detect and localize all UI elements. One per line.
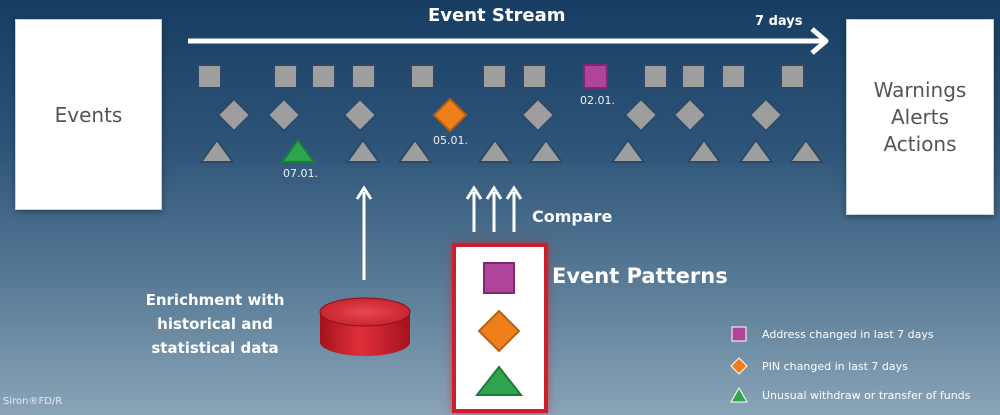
grey-square-icon <box>681 64 706 89</box>
grey-diamond-icon <box>342 97 378 133</box>
pattern-shapes <box>474 262 524 396</box>
legend-diamond-icon <box>730 357 748 375</box>
grey-triangle-icon <box>686 138 722 163</box>
legend-item-pin: PIN changed in last 7 days <box>730 357 908 375</box>
grey-square-icon <box>273 64 298 89</box>
green-triangle-icon <box>280 138 316 163</box>
legend-square-icon <box>731 326 747 342</box>
grey-square-icon <box>643 64 668 89</box>
output-warnings: Warnings <box>873 77 967 102</box>
date-label-purple: 02.01. <box>580 94 615 107</box>
pattern-triangle-icon <box>474 365 524 396</box>
output-actions: Actions <box>883 131 957 156</box>
event-squares <box>197 64 805 89</box>
legend-text-withdraw: Unusual withdraw or transfer of funds <box>762 388 971 402</box>
stream-title: Event Stream <box>428 5 566 26</box>
grey-triangle-icon <box>397 138 433 163</box>
stream-arrow <box>188 27 829 55</box>
legend-text-address: Address changed in last 7 days <box>762 327 934 341</box>
grey-triangle-icon <box>738 138 774 163</box>
legend-text-pin: PIN changed in last 7 days <box>762 359 908 373</box>
purple-square-icon <box>583 64 608 89</box>
outputs-box: Warnings Alerts Actions <box>846 19 994 215</box>
enrichment-arrow <box>355 185 373 280</box>
grey-triangle-icon <box>477 138 513 163</box>
grey-diamond-icon <box>216 97 252 133</box>
grey-triangle-icon <box>528 138 564 163</box>
pattern-diamond-icon <box>477 309 521 353</box>
grey-diamond-icon <box>266 97 302 133</box>
enrichment-label: Enrichment with historical and statistic… <box>145 291 285 357</box>
grey-diamond-icon <box>520 97 556 133</box>
legend-triangle-icon <box>730 386 748 403</box>
grey-triangle-icon <box>199 138 235 163</box>
time-window-label: 7 days <box>755 14 803 29</box>
grey-triangle-icon <box>610 138 646 163</box>
orange-diamond-icon <box>432 97 468 133</box>
date-label-orange: 05.01. <box>433 134 468 147</box>
grey-triangle-icon <box>788 138 824 163</box>
grey-square-icon <box>197 64 222 89</box>
event-patterns-title: Event Patterns <box>552 264 728 288</box>
grey-square-icon <box>780 64 805 89</box>
date-label-green: 07.01. <box>283 167 318 180</box>
events-label: Events <box>54 102 123 127</box>
event-patterns-panel <box>452 243 548 413</box>
events-box: Events <box>15 19 162 210</box>
legend-item-withdraw: Unusual withdraw or transfer of funds <box>730 386 970 404</box>
grey-square-icon <box>311 64 336 89</box>
grey-diamond-icon <box>623 97 659 133</box>
database-cylinder-icon <box>319 297 411 356</box>
event-triangles <box>199 138 824 163</box>
grey-square-icon <box>721 64 746 89</box>
legend-item-address: Address changed in last 7 days <box>730 325 934 343</box>
pattern-square-icon <box>483 262 515 294</box>
output-alerts: Alerts <box>890 104 950 129</box>
compare-arrows <box>465 185 523 232</box>
brand-label: Siron®FD/R <box>3 396 63 407</box>
grey-square-icon <box>522 64 547 89</box>
grey-diamond-icon <box>672 97 708 133</box>
grey-square-icon <box>482 64 507 89</box>
compare-label: Compare <box>532 207 613 226</box>
grey-diamond-icon <box>748 97 784 133</box>
grey-triangle-icon <box>345 138 381 163</box>
grey-square-icon <box>410 64 435 89</box>
event-diamonds <box>216 97 784 133</box>
grey-square-icon <box>351 64 376 89</box>
